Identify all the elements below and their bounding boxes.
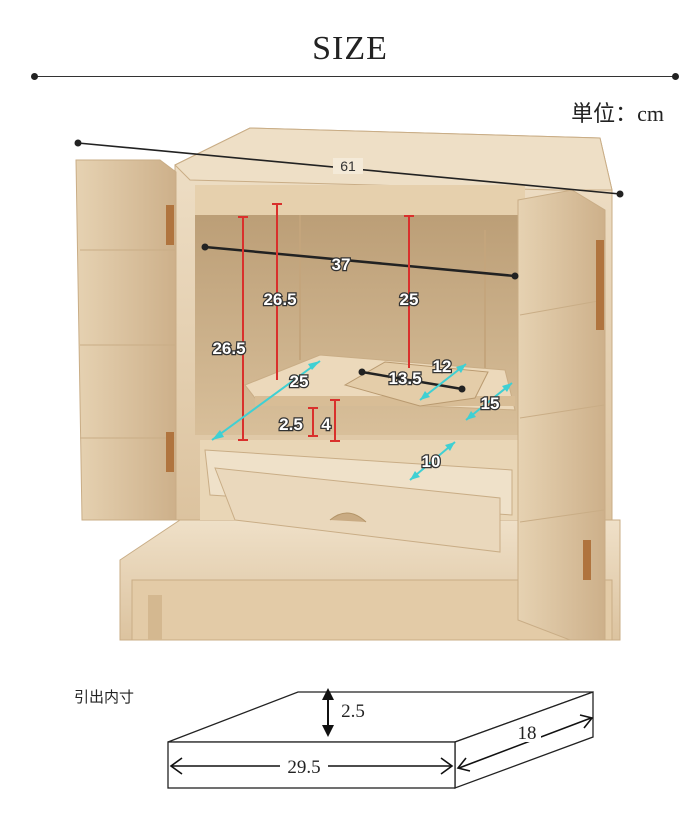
svg-text:37: 37 bbox=[332, 255, 351, 274]
dim-stage-depth: 12 bbox=[419, 356, 467, 401]
rule-left-dot bbox=[31, 73, 38, 80]
right-door bbox=[517, 189, 606, 641]
title-rule bbox=[34, 76, 676, 77]
dim-left-height: 26.5 bbox=[211, 216, 248, 441]
svg-text:25: 25 bbox=[400, 290, 419, 309]
svg-text:26.5: 26.5 bbox=[263, 290, 296, 309]
dim-stage-width: 13.5 bbox=[358, 368, 466, 393]
dim-shelf-height: 4 bbox=[320, 399, 340, 442]
svg-text:4: 4 bbox=[321, 415, 331, 434]
dim-drawer-area-depth: 10 bbox=[409, 441, 456, 481]
unit-label: 単位：cm bbox=[571, 101, 664, 126]
svg-text:29.5: 29.5 bbox=[287, 757, 320, 778]
dim-center-height: 26.5 bbox=[262, 203, 298, 380]
dim-step-height: 2.5 bbox=[278, 407, 318, 437]
drawer-width-dimension: 29.5 bbox=[169, 756, 454, 778]
svg-text:61: 61 bbox=[340, 158, 356, 174]
dim-overall-width: 61 bbox=[74, 139, 624, 198]
drawer-diagram: 2.5 18 29.5 bbox=[167, 688, 594, 789]
drawer-height-dimension: 2.5 bbox=[322, 688, 372, 737]
svg-text:2.5: 2.5 bbox=[341, 701, 365, 722]
left-door bbox=[75, 159, 177, 521]
svg-text:18: 18 bbox=[518, 723, 537, 744]
svg-text:13.5: 13.5 bbox=[388, 369, 421, 388]
svg-text:10: 10 bbox=[422, 452, 441, 471]
dim-upper-height: 25 bbox=[398, 215, 420, 368]
dim-inner-width: 37 bbox=[201, 243, 519, 280]
svg-text:15: 15 bbox=[481, 394, 500, 413]
page-title: SIZE bbox=[312, 30, 388, 67]
cabinet-illustration: 61 37 26.5 26.5 25 2.5 4 bbox=[74, 127, 624, 641]
svg-text:26.5: 26.5 bbox=[212, 339, 245, 358]
svg-text:12: 12 bbox=[433, 357, 452, 376]
drawer-caption: 引出内寸 bbox=[74, 688, 135, 706]
svg-text:25: 25 bbox=[290, 372, 309, 391]
drawer-depth-dimension: 18 bbox=[456, 714, 594, 772]
dim-shelf-depth: 25 bbox=[211, 360, 321, 441]
rule-right-dot bbox=[672, 73, 679, 80]
cabinet-body bbox=[174, 127, 613, 553]
dim-right-depth: 15 bbox=[465, 382, 513, 421]
svg-text:2.5: 2.5 bbox=[279, 415, 303, 434]
